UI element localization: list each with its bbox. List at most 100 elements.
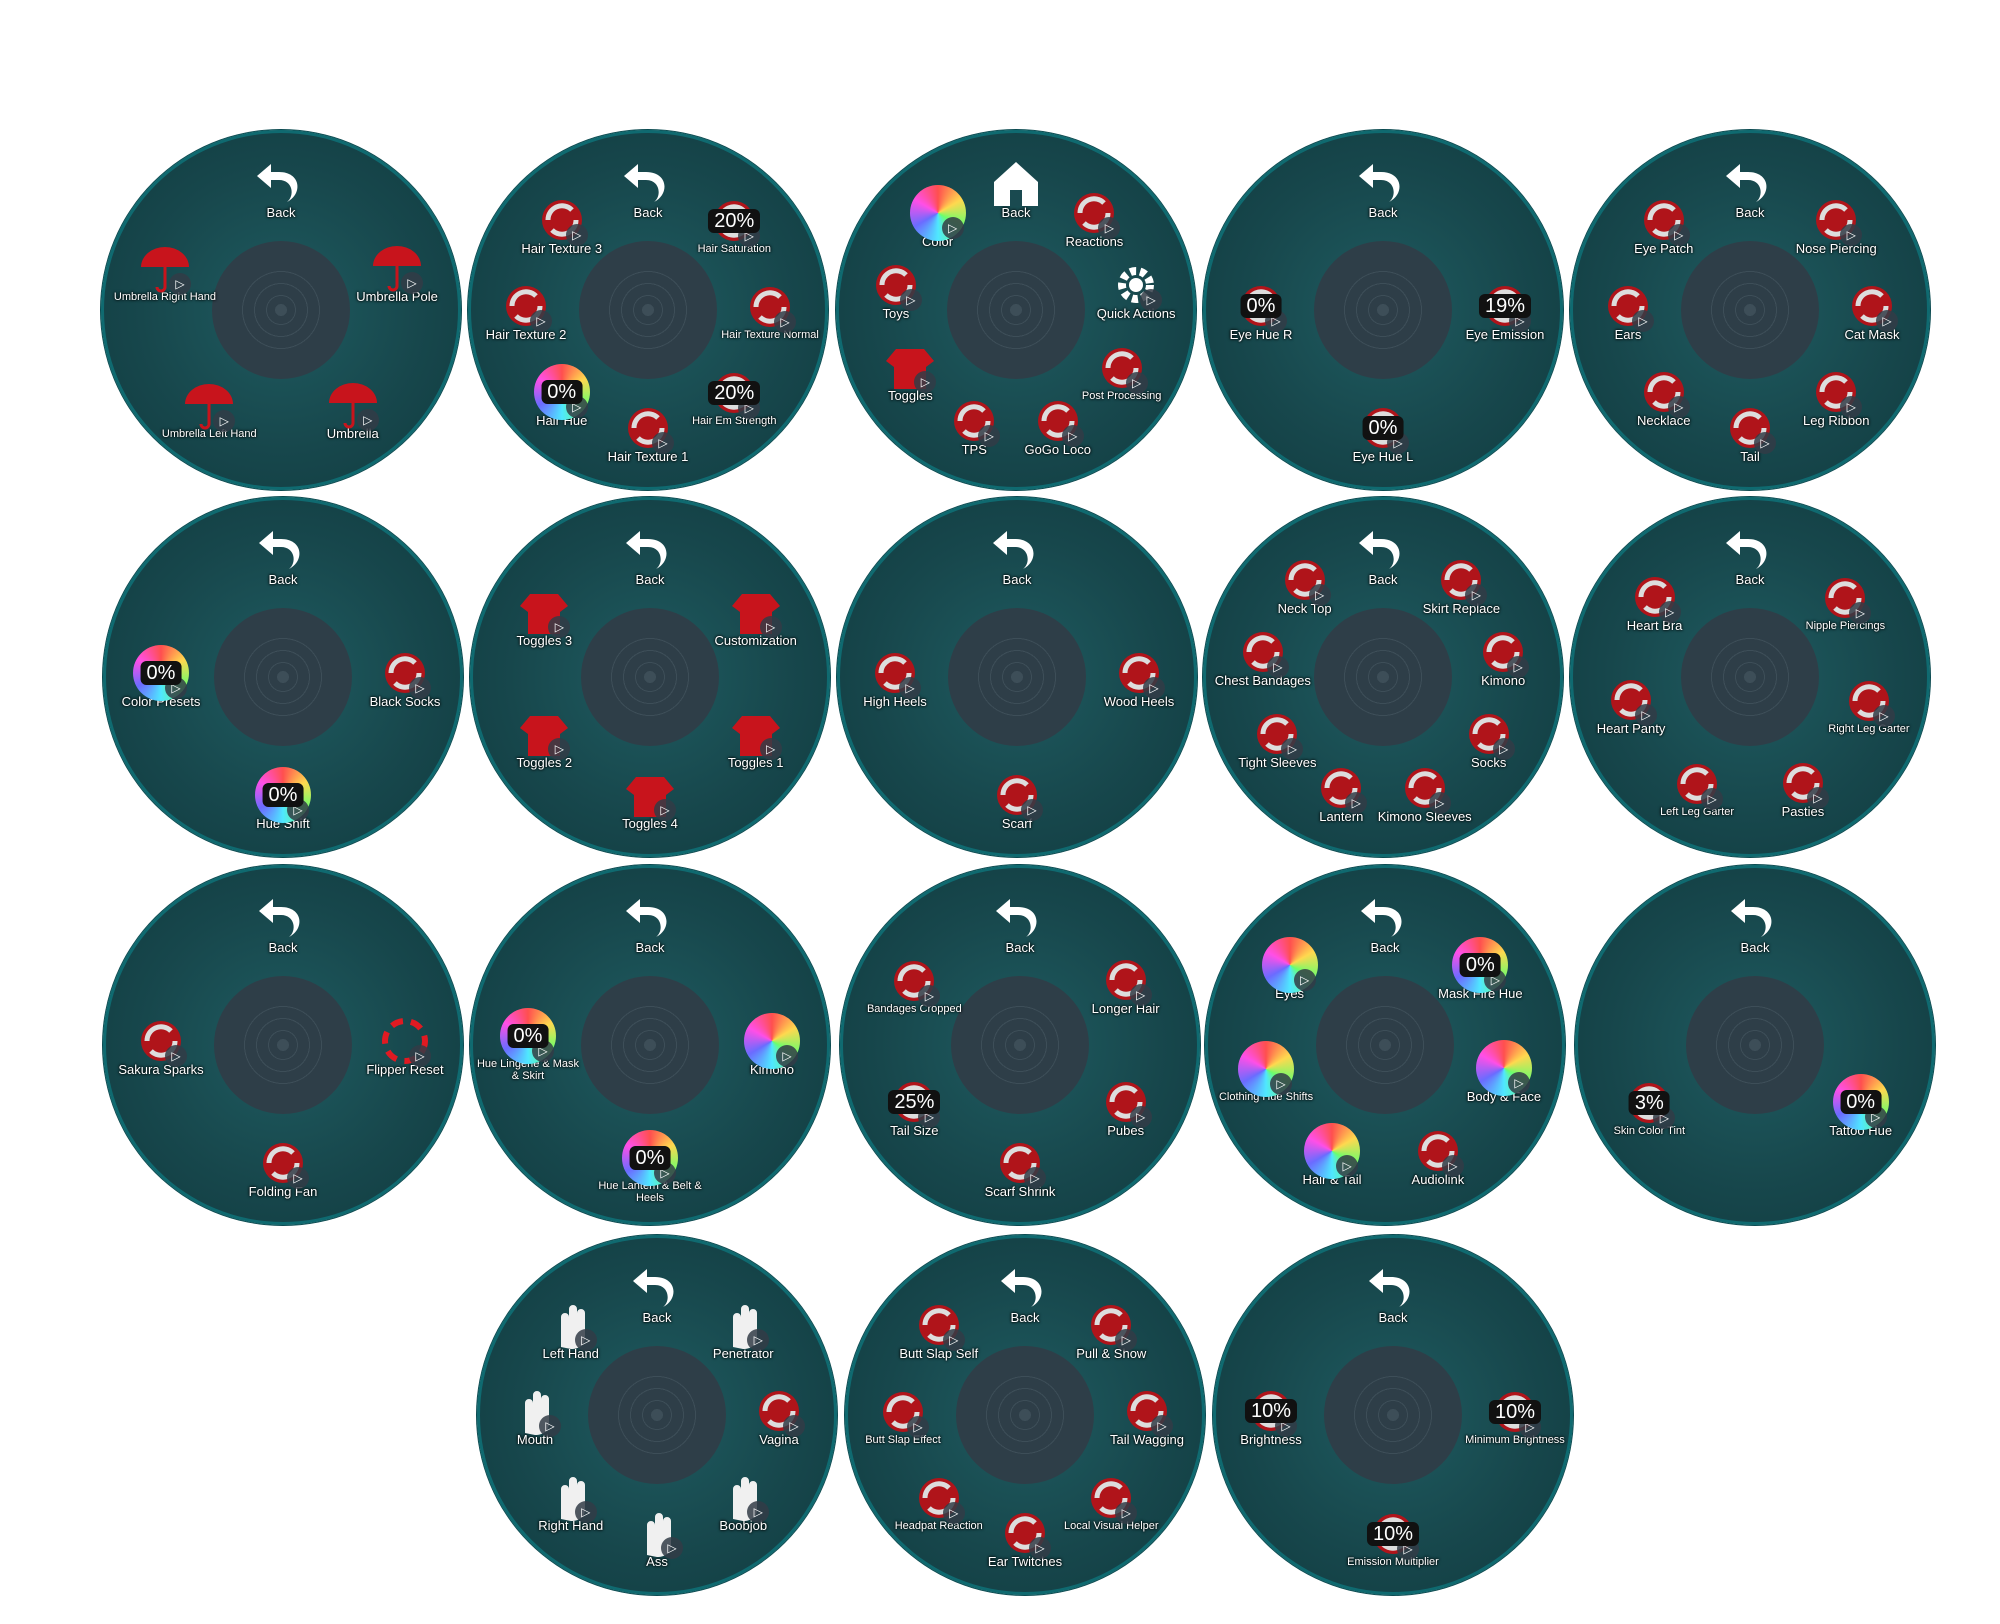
menu-item-left-hand[interactable]: ▷Left Hand — [516, 1297, 626, 1361]
menu-item-pasties[interactable]: ▷Pasties — [1748, 755, 1858, 819]
menu-center-hub[interactable] — [581, 976, 719, 1114]
menu-item-right-hand[interactable]: ▷Right Hand — [516, 1469, 626, 1533]
menu-center-hub[interactable] — [212, 241, 350, 379]
menu-item-sakura-sparks[interactable]: ▷Sakura Sparks — [106, 1013, 216, 1077]
menu-item-umbrella-right-hand[interactable]: ▷Umbrella Right Hand — [110, 241, 220, 303]
menu-center-hub[interactable] — [1316, 976, 1454, 1114]
menu-item-back[interactable]: Back — [228, 523, 338, 587]
menu-item-local-visual-helper[interactable]: ▷Local Visual Helper — [1056, 1470, 1166, 1532]
menu-item-penetrator[interactable]: ▷Penetrator — [688, 1297, 798, 1361]
menu-center-hub[interactable] — [951, 976, 1089, 1114]
menu-item-back[interactable]: Back — [595, 891, 705, 955]
menu-item-black-socks[interactable]: ▷Black Socks — [350, 645, 460, 709]
menu-item-hair-hue[interactable]: ▷0%Hair Hue — [507, 364, 617, 428]
menu-item-mouth[interactable]: ▷Mouth — [480, 1383, 590, 1447]
menu-item-quick-actions[interactable]: ▷Quick Actions — [1081, 257, 1191, 321]
menu-item-headpat-reaction[interactable]: ▷Headpat Reaction — [884, 1470, 994, 1532]
menu-item-heart-bra[interactable]: ▷Heart Bra — [1600, 569, 1710, 633]
menu-item-hair-saturation[interactable]: ▷20%Hair Saturation — [679, 193, 789, 255]
menu-center-hub[interactable] — [947, 241, 1085, 379]
menu-item-hue-lantern-belt-heels[interactable]: ▷0%Hue Lantern & Belt & Heels — [595, 1130, 705, 1204]
menu-item-neck-top[interactable]: ▷Neck Top — [1250, 552, 1360, 616]
menu-item-minimum-brightness[interactable]: ▷10%Minimum Brightness — [1460, 1384, 1570, 1446]
menu-item-skin-color-tint[interactable]: ▷3%Skin Color Tint — [1594, 1075, 1704, 1137]
menu-item-leg-ribbon[interactable]: ▷Leg Ribbon — [1781, 364, 1891, 428]
menu-item-hair-texture-2[interactable]: ▷Hair Texture 2 — [471, 278, 581, 342]
menu-item-clothing-hue-shifts[interactable]: ▷Clothing Hue Shifts — [1211, 1041, 1321, 1103]
menu-item-hair-tail[interactable]: ▷Hair & Tail — [1277, 1122, 1387, 1187]
menu-item-folding-fan[interactable]: ▷Folding Fan — [228, 1135, 338, 1199]
menu-item-kimono[interactable]: ▷Kimono — [1448, 624, 1558, 688]
menu-item-right-leg-garter[interactable]: ▷Right Leg Garter — [1814, 673, 1924, 735]
menu-item-cat-mask[interactable]: ▷Cat Mask — [1817, 278, 1927, 342]
menu-item-heart-panty[interactable]: ▷Heart Panty — [1576, 672, 1686, 736]
menu-item-chest-bandages[interactable]: ▷Chest Bandages — [1208, 624, 1318, 688]
menu-item-back[interactable]: Back — [1695, 156, 1805, 220]
menu-item-tail-wagging[interactable]: ▷Tail Wagging — [1092, 1383, 1202, 1447]
menu-item-vagina[interactable]: ▷Vagina — [724, 1383, 834, 1447]
menu-item-tail[interactable]: ▷Tail — [1695, 400, 1805, 464]
menu-item-brightness[interactable]: ▷10%Brightness — [1216, 1383, 1326, 1447]
menu-center-hub[interactable] — [1314, 241, 1452, 379]
menu-item-kimono-sleeves[interactable]: ▷Kimono Sleeves — [1370, 760, 1480, 824]
menu-item-toggles[interactable]: ▷Toggles — [855, 339, 965, 403]
menu-item-butt-slap-self[interactable]: ▷Butt Slap Self — [884, 1297, 994, 1361]
menu-item-hair-em-strength[interactable]: ▷20%Hair Em Strength — [679, 365, 789, 427]
menu-item-left-leg-garter[interactable]: ▷Left Leg Garter — [1642, 756, 1752, 818]
menu-center-hub[interactable] — [214, 976, 352, 1114]
menu-item-tight-sleeves[interactable]: ▷Tight Sleeves — [1222, 706, 1332, 770]
menu-item-ass[interactable]: ▷Ass — [602, 1505, 712, 1569]
menu-item-back[interactable]: Back — [970, 1261, 1080, 1325]
menu-item-longer-hair[interactable]: ▷Longer Hair — [1071, 952, 1181, 1016]
menu-item-back[interactable]: Back — [1695, 523, 1805, 587]
menu-item-scarf[interactable]: ▷Scarf — [962, 767, 1072, 831]
menu-center-hub[interactable] — [1681, 608, 1819, 746]
menu-item-hue-shift[interactable]: ▷0%Hue Shift — [228, 767, 338, 831]
menu-item-nipple-piercings[interactable]: ▷Nipple Piercings — [1790, 570, 1900, 632]
menu-item-necklace[interactable]: ▷Necklace — [1609, 364, 1719, 428]
menu-item-back[interactable]: Back — [602, 1261, 712, 1325]
menu-center-hub[interactable] — [579, 241, 717, 379]
menu-center-hub[interactable] — [956, 1346, 1094, 1484]
menu-item-body-face[interactable]: ▷Body & Face — [1449, 1040, 1559, 1104]
menu-item-bandages-cropped[interactable]: ▷Bandages Cropped — [859, 953, 969, 1015]
menu-item-back[interactable]: Back — [226, 156, 336, 220]
menu-item-hair-texture-normal[interactable]: ▷Hair Texture Normal — [715, 279, 825, 341]
menu-item-toggles-4[interactable]: ▷Toggles 4 — [595, 767, 705, 831]
menu-center-hub[interactable] — [1686, 976, 1824, 1114]
menu-item-toggles-2[interactable]: ▷Toggles 2 — [489, 706, 599, 770]
menu-item-back[interactable]: Back — [965, 891, 1075, 955]
menu-item-high-heels[interactable]: ▷High Heels — [840, 645, 950, 709]
menu-item-back[interactable]: Back — [962, 523, 1072, 587]
menu-item-ear-twitches[interactable]: ▷Ear Twitches — [970, 1505, 1080, 1569]
menu-item-back[interactable]: Back — [1338, 1261, 1448, 1325]
menu-item-scarf-shrink[interactable]: ▷Scarf Shrink — [965, 1135, 1075, 1199]
menu-item-hair-texture-3[interactable]: ▷Hair Texture 3 — [507, 192, 617, 256]
menu-item-wood-heels[interactable]: ▷Wood Heels — [1084, 645, 1194, 709]
menu-item-toggles-1[interactable]: ▷Toggles 1 — [701, 706, 811, 770]
menu-item-back[interactable]: Back — [593, 156, 703, 220]
menu-item-skirt-replace[interactable]: ▷Skirt Replace — [1406, 552, 1516, 616]
menu-item-toggles-3[interactable]: ▷Toggles 3 — [489, 584, 599, 648]
menu-center-hub[interactable] — [214, 608, 352, 746]
menu-item-eye-emission[interactable]: ▷19%Eye Emission — [1450, 278, 1560, 342]
menu-item-back[interactable]: Back — [1328, 523, 1438, 587]
menu-item-tattoo-hue[interactable]: ▷0%Tattoo Hue — [1806, 1074, 1916, 1138]
menu-item-color-presets[interactable]: ▷0%Color Presets — [106, 645, 216, 709]
menu-item-kimono[interactable]: ▷Kimono — [717, 1013, 827, 1077]
menu-item-post-processing[interactable]: ▷Post Processing — [1067, 340, 1177, 402]
menu-item-color[interactable]: ▷Color — [883, 184, 993, 249]
menu-item-tps[interactable]: ▷TPS — [919, 393, 1029, 457]
menu-item-umbrella-pole[interactable]: ▷Umbrella Pole — [342, 240, 452, 304]
menu-item-ears[interactable]: ▷Ears — [1573, 278, 1683, 342]
menu-item-butt-slap-effect[interactable]: ▷Butt Slap Effect — [848, 1384, 958, 1446]
menu-item-lantern[interactable]: ▷Lantern — [1286, 760, 1396, 824]
menu-item-tail-size[interactable]: ▷25%Tail Size — [859, 1074, 969, 1138]
menu-item-umbrella[interactable]: ▷Umbrella — [298, 377, 408, 441]
menu-item-toys[interactable]: ▷Toys — [841, 257, 951, 321]
menu-item-gogo-loco[interactable]: ▷GoGo Loco — [1003, 393, 1113, 457]
menu-item-eye-hue-r[interactable]: ▷0%Eye Hue R — [1206, 278, 1316, 342]
menu-center-hub[interactable] — [581, 608, 719, 746]
menu-item-customization[interactable]: ▷Customization — [701, 584, 811, 648]
menu-item-back[interactable]: Back — [1330, 891, 1440, 955]
